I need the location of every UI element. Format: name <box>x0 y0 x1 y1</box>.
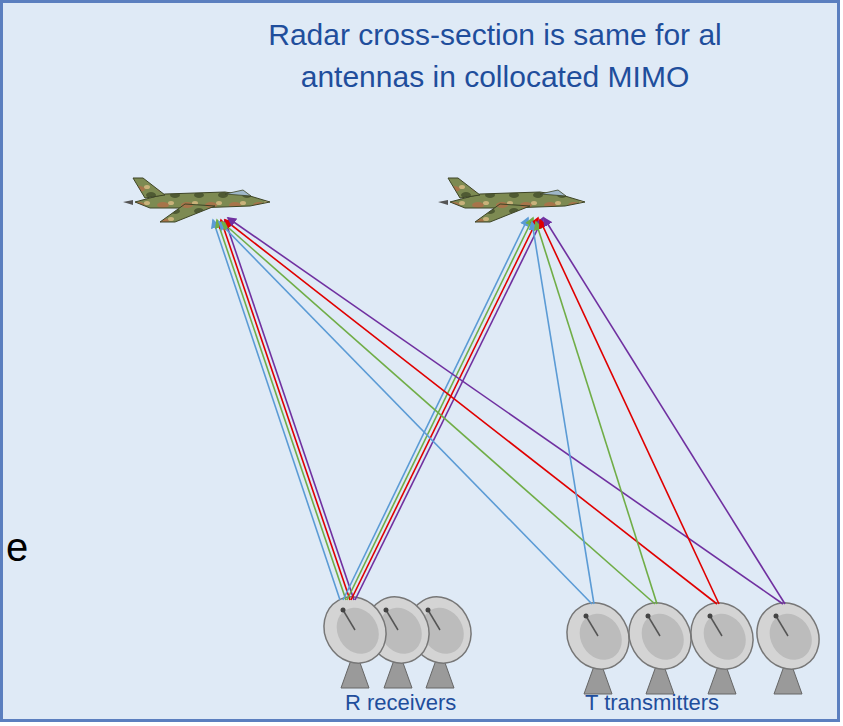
slide-title: Radar cross-section is same for al anten… <box>215 14 775 98</box>
receiver-label: R receivers <box>345 690 456 716</box>
text-fragment: e <box>6 525 28 570</box>
transmitter-label: T transmitters <box>585 690 719 716</box>
